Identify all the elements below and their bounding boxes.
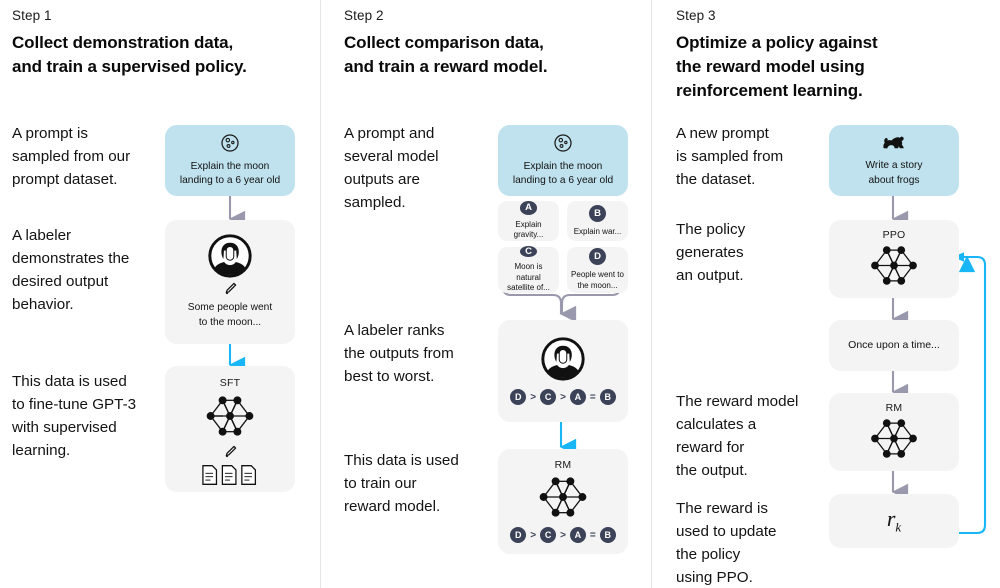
labeler-person-icon [208, 234, 252, 279]
reward-symbol-subscript: k [895, 519, 902, 535]
step-2-prompt-card[interactable]: Explain the moon landing to a 6 year old [498, 125, 628, 196]
badge-b: B [589, 204, 606, 222]
rank-badge-3: A [569, 389, 586, 405]
rank-op-1: > [530, 391, 537, 403]
rm-rank-badge-1: D [510, 527, 527, 543]
step-1-prompt-card[interactable]: Explain the moon landing to a 6 year old [165, 125, 295, 196]
step-3-column: Step 3 Optimize a policy against the rew… [651, 0, 1000, 588]
step-2-rm-ranking: D > C > A = B [510, 527, 616, 543]
rank-badge-4: B [599, 389, 616, 405]
rank-badge-2: C [540, 389, 557, 405]
rank-badge-1: D [510, 389, 527, 405]
step-1-title: Collect demonstration data, and train a … [12, 33, 247, 77]
step-1-paragraph-2: A labeler demonstrates the desired outpu… [12, 227, 130, 314]
step-3-output-text: Once upon a time... [848, 339, 940, 352]
step-3-title: Optimize a policy against the reward mod… [676, 33, 878, 101]
step-3-label: Step 3 [676, 8, 716, 23]
rm-rank-op-1: > [530, 529, 537, 541]
moon-icon [220, 133, 240, 153]
output-d-text: People went to the moon... [571, 270, 624, 290]
step-1-paragraph-1: A prompt is sampled from our prompt data… [12, 125, 131, 189]
step-3-ppo-title: PPO [882, 229, 906, 241]
rank-op-3: = [589, 391, 596, 403]
step-3-reward-card[interactable]: rk [829, 494, 959, 548]
rank-op-2: > [560, 391, 566, 403]
pencil-icon [223, 444, 238, 459]
step-2-prompt-text: Explain the moon landing to a 6 year old [512, 160, 614, 186]
step-3-output-card[interactable]: Once upon a time... [829, 320, 959, 371]
step-3-paragraph-4: The reward is used to update the policy … [676, 500, 777, 587]
column-divider-2 [651, 0, 652, 588]
step-2-title: Collect comparison data, and train a rew… [344, 33, 548, 77]
step-1-prompt-text: Explain the moon landing to a 6 year old [179, 160, 281, 186]
step-2-paragraph-3: This data is used to train our reward mo… [344, 452, 459, 516]
neural-network-icon [865, 415, 923, 462]
pencil-icon [223, 281, 238, 296]
labeler-person-icon [541, 337, 585, 381]
step-3-prompt-text: Write a story about frogs [865, 160, 923, 186]
step-3-ppo-card[interactable]: PPO [829, 220, 959, 298]
rm-rank-op-3: = [589, 529, 596, 541]
step-1-labeler-card[interactable]: Some people went to the moon... [165, 220, 295, 344]
step-2-paragraph-1: A prompt and several model outputs are s… [344, 125, 439, 212]
step-1-column: Step 1 Collect demonstration data, and t… [0, 0, 320, 588]
rm-rank-badge-4: B [599, 527, 616, 543]
reward-symbol: rk [887, 506, 901, 535]
neural-network-icon [533, 473, 593, 521]
rm-rank-badge-2: C [540, 527, 557, 543]
step-2-output-card-d[interactable]: D People went to the moon... [567, 247, 628, 293]
reward-symbol-base: r [886, 506, 896, 532]
badge-c: C [520, 245, 537, 257]
step-3-prompt-card[interactable]: Write a story about frogs [829, 125, 959, 196]
step-2-output-card-c[interactable]: C Moon is natural satellite of... [498, 245, 559, 293]
step-1-sft-card[interactable]: SFT [165, 366, 295, 492]
neural-network-icon [200, 392, 260, 440]
step-3-paragraph-3: The reward model calculates a reward for… [676, 393, 799, 480]
step-1-labeler-text: Some people went to the moon... [187, 302, 273, 328]
neural-network-icon [865, 242, 923, 289]
step-2-output-card-b[interactable]: B Explain war... [567, 201, 628, 241]
step-3-paragraph-2: The policy generates an output. [676, 221, 746, 285]
step-1-paragraph-3: This data is used to fine-tune GPT-3 wit… [12, 373, 137, 460]
step-3-paragraph-1: A new prompt is sampled from the dataset… [676, 125, 784, 189]
rm-rank-op-2: > [560, 529, 566, 541]
step-1-label: Step 1 [12, 8, 52, 23]
step-2-paragraph-2: A labeler ranks the outputs from best to… [344, 322, 454, 386]
output-b-text: Explain war... [573, 226, 622, 236]
step-2-label: Step 2 [344, 8, 384, 23]
step-2-output-card-a[interactable]: A Explain gravity... [498, 201, 559, 241]
step-2-labeler-ranking: D > C > A = B [510, 389, 616, 405]
step-2-column: Step 2 Collect comparison data, and trai… [320, 0, 651, 588]
column-divider-1 [320, 0, 321, 588]
step-2-rm-title: RM [554, 459, 572, 471]
step-1-sft-title: SFT [219, 377, 241, 389]
output-c-text: Moon is natural satellite of... [507, 261, 550, 293]
documents-icon [200, 464, 260, 486]
step-2-labeler-card[interactable]: D > C > A = B [498, 320, 628, 422]
rm-rank-badge-3: A [569, 527, 586, 543]
step-2-rm-card[interactable]: RM [498, 449, 628, 554]
frog-icon [880, 133, 908, 152]
output-a-text: Explain gravity... [513, 219, 544, 240]
moon-icon [553, 133, 573, 153]
badge-d: D [589, 248, 606, 266]
step-3-rm-title: RM [885, 402, 903, 414]
step-3-rm-card[interactable]: RM [829, 393, 959, 471]
badge-a: A [520, 201, 537, 215]
